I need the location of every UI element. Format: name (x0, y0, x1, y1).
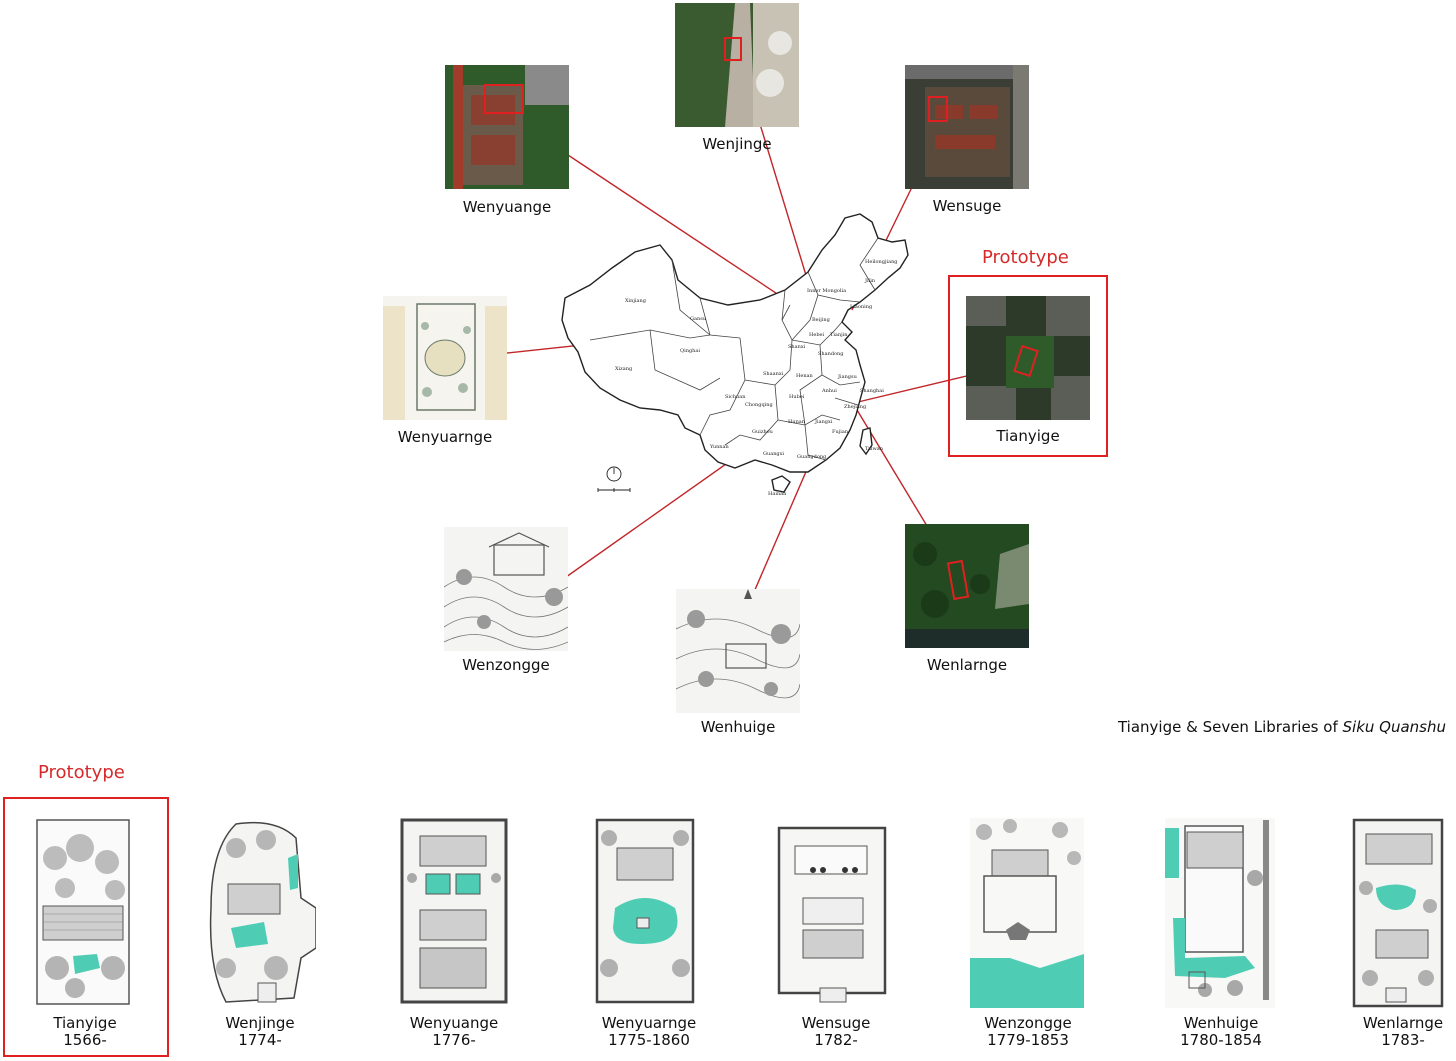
prototype-label-bottom: Prototype (38, 762, 125, 783)
plan-label-wenyuarnge: Wenyuarnge 1775-1860 (584, 1015, 714, 1049)
thumb-wenjinge (675, 3, 799, 127)
map-label-hunan: Hunan (788, 419, 806, 425)
figure-caption: Tianyige & Seven Libraries of Siku Quans… (1118, 718, 1446, 736)
map-label-hubei: Hubei (789, 394, 805, 400)
plan-name: Wenjinge (225, 1014, 295, 1032)
plan-wenlarnge (1350, 818, 1446, 1008)
plan-label-wensuge: Wensuge 1782- (771, 1015, 901, 1049)
map-label-inner-mongolia: Inner Mongolia (807, 288, 846, 294)
prototype-box-top (948, 275, 1108, 457)
plan-year: 1783- (1381, 1031, 1425, 1049)
plan-label-wenlarnge: Wenlarnge 1783- (1338, 1015, 1456, 1049)
plan-name: Wenyuange (409, 1014, 499, 1032)
thumb-wenzongge (444, 527, 568, 651)
map-label-xinjiang: Xinjiang (625, 298, 647, 304)
map-label-shanxi: Shanxi (788, 344, 806, 350)
plan-year: 1566- (63, 1031, 107, 1049)
china-map: Xinjiang Gansu Qinghai Xizang Sichuan Yu… (561, 213, 909, 497)
plan-name: Wenlarnge (1362, 1014, 1444, 1032)
map-label-qinghai: Qinghai (680, 348, 700, 354)
map-label-henan: Henan (796, 373, 814, 379)
plan-name: Wenyuarnge (601, 1014, 697, 1032)
thumb-wenyuange (445, 65, 569, 189)
map-label-yunnan: Yunnan (709, 444, 730, 450)
prototype-box-bottom (3, 797, 169, 1057)
map-label-zhejiang: Zhejiang (844, 404, 867, 410)
plan-year: 1782- (814, 1031, 858, 1049)
thumb-wenyuarnge (383, 296, 507, 420)
map-label-anhui: Anhui (821, 388, 837, 394)
map-label-hainan: Hainan (768, 491, 787, 497)
plan-label-tianyige: Tianyige 1566- (20, 1015, 150, 1049)
plan-name: Wenzongge (984, 1014, 1072, 1032)
thumb-tianyige (966, 296, 1090, 420)
plan-year: 1775-1860 (608, 1031, 690, 1049)
map-label-fujian: Fujian (832, 429, 849, 435)
label-wenhuige: Wenhuige (700, 718, 776, 736)
prototype-label-top: Prototype (982, 247, 1069, 268)
map-label-liaoning: Liaoning (850, 304, 873, 310)
map-label-jiangxi: Jiangxi (814, 419, 833, 425)
map-label-guangdong: Guangdong (797, 454, 827, 460)
map-label-tianjin: Tianjin (830, 332, 848, 338)
plan-wenyuarnge (595, 818, 695, 1008)
map-label-sichuan: Sichuan (725, 394, 746, 400)
map-label-jiangsu: Jiangsu (837, 374, 858, 380)
map-label-guizhou: Guizhou (752, 429, 774, 435)
plan-name: Tianyige (53, 1014, 117, 1032)
plan-tianyige (35, 818, 135, 1008)
plan-year: 1776- (432, 1031, 476, 1049)
plan-label-wenzongge: Wenzongge 1779-1853 (963, 1015, 1093, 1049)
caption-prefix: Tianyige & Seven Libraries of (1117, 718, 1343, 736)
plan-wenyuange (400, 818, 508, 1008)
label-wenlarnge: Wenlarnge (926, 656, 1008, 674)
plan-wenzongge (970, 818, 1084, 1008)
plan-wenjinge (206, 818, 316, 1008)
thumb-wenhuige (676, 589, 800, 713)
map-label-shandong: Shandong (818, 351, 844, 357)
plan-name: Wenhuige (1183, 1014, 1259, 1032)
map-label-shaanxi: Shaanxi (763, 371, 784, 377)
plan-year: 1779-1853 (987, 1031, 1069, 1049)
thumb-wensuge (905, 65, 1029, 189)
label-wenjinge: Wenjinge (702, 135, 772, 153)
caption-italic: Siku Quanshu (1342, 718, 1447, 736)
map-label-xizang: Xizang (615, 366, 633, 372)
label-wenzongge: Wenzongge (462, 656, 550, 674)
plan-label-wenjinge: Wenjinge 1774- (195, 1015, 325, 1049)
plan-wenhuige (1165, 818, 1275, 1008)
map-label-gansu: Gansu (690, 316, 707, 322)
plan-year: 1774- (238, 1031, 282, 1049)
plan-label-wenhuige: Wenhuige 1780-1854 (1156, 1015, 1286, 1049)
map-label-heilongjiang: Heilongjiang (865, 259, 898, 265)
map-label-guangxi: Guangxi (763, 451, 784, 457)
map-label-jilin: Jilin (864, 278, 876, 284)
map-label-hebei: Hebei (809, 332, 824, 338)
map-label-taiwan: Taiwan (865, 446, 884, 452)
label-wensuge: Wensuge (932, 197, 1002, 215)
plan-label-wenyuange: Wenyuange 1776- (389, 1015, 519, 1049)
map-compass-and-scale (597, 466, 631, 492)
plan-year: 1780-1854 (1180, 1031, 1262, 1049)
map-label-beijing: Beijing (812, 317, 831, 323)
thumb-wenlarnge (905, 524, 1029, 648)
map-label-shanghai: Shanghai (860, 388, 884, 394)
label-wenyuarnge: Wenyuarnge (397, 428, 493, 446)
plan-name: Wensuge (801, 1014, 871, 1032)
label-tianyige: Tianyige (996, 427, 1060, 445)
map-label-chongqing: Chongqing (745, 402, 773, 408)
plan-wensuge (775, 818, 889, 1008)
label-wenyuange: Wenyuange (462, 198, 552, 216)
